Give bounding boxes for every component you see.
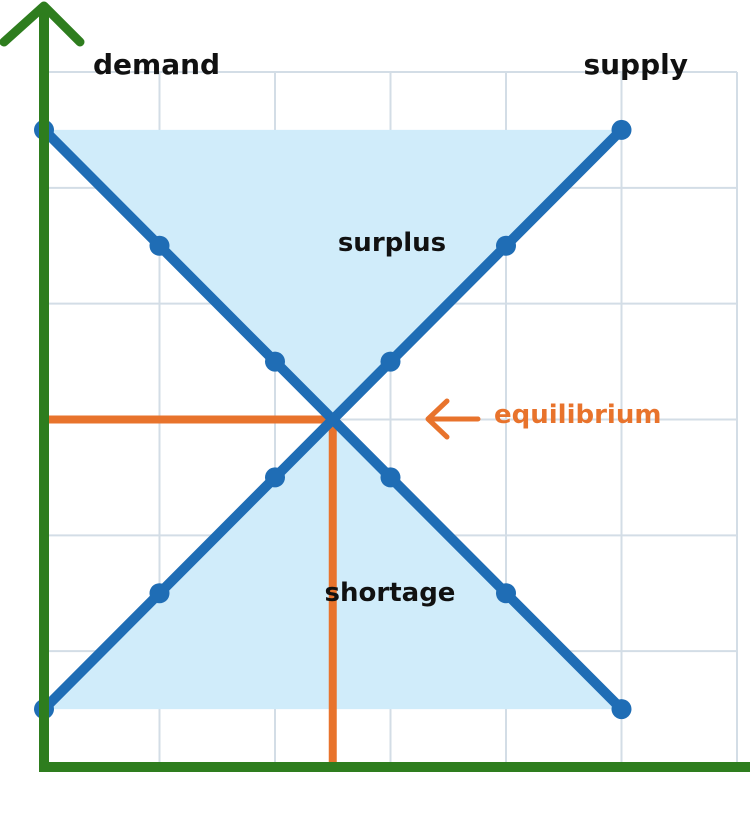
supply-curve xyxy=(39,124,627,715)
y-axis-arrow-icon xyxy=(0,1,85,47)
demand-point xyxy=(265,351,285,372)
surplus-label: surplus xyxy=(338,228,446,258)
demand-point xyxy=(611,699,632,720)
shortage-label: shortage xyxy=(325,578,456,608)
supply-point xyxy=(380,351,401,372)
demand-point xyxy=(149,235,170,256)
demand-label: demand xyxy=(93,48,220,81)
equilibrium-lines xyxy=(44,398,481,767)
axes xyxy=(0,1,750,772)
equilibrium-label: equilibrium xyxy=(494,400,661,430)
supply-point xyxy=(265,467,285,488)
supply-point xyxy=(611,119,632,140)
surplus-region xyxy=(44,129,622,420)
equilibrium-arrow-icon xyxy=(425,398,481,440)
labels: demand supply surplus shortage equilibri… xyxy=(93,48,688,608)
curves xyxy=(34,119,632,720)
supply-label: supply xyxy=(583,48,688,81)
supply-point xyxy=(496,235,516,256)
supply-point xyxy=(149,583,170,604)
demand-point xyxy=(496,583,516,604)
demand-point xyxy=(380,467,401,488)
